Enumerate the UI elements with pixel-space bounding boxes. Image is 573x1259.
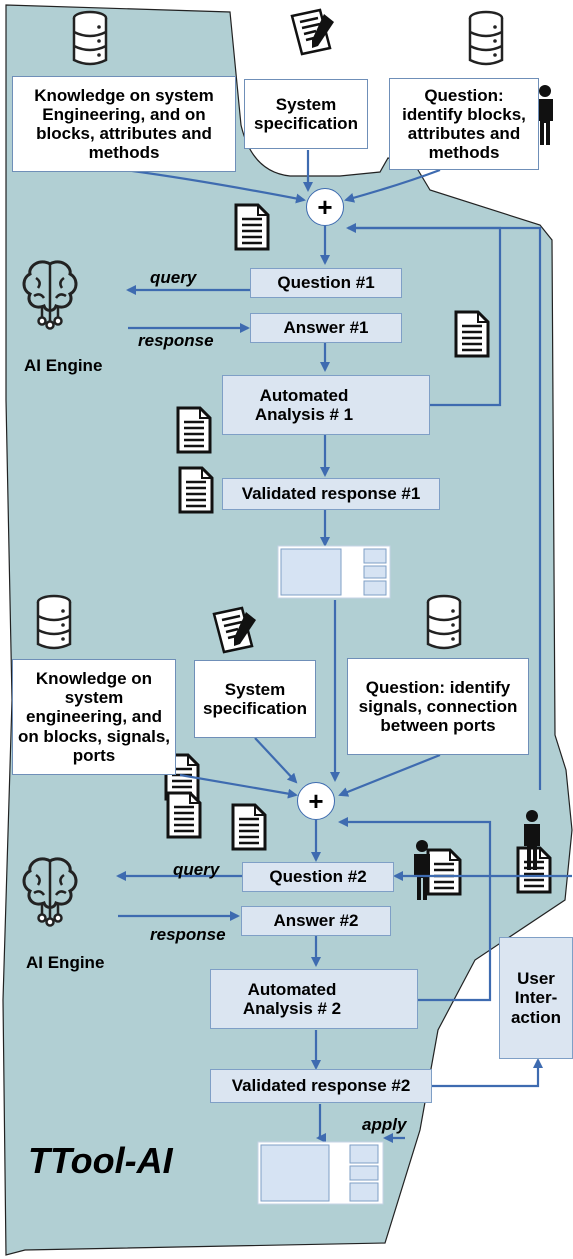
question-box: Question: identify blocks, attributes an… [389,78,539,170]
question-1-box: Question #1 [250,268,402,298]
question-box-2: Question: identify signals, connection b… [347,658,529,755]
query-label: query [173,860,220,879]
document-icon [234,203,270,251]
response-label: response [150,925,226,944]
database-icon [72,10,108,66]
document-icon [176,406,212,454]
person-icon [537,85,553,145]
ttool-ai-title: TTool-AI [28,1140,173,1181]
document-pen-icon [290,8,336,56]
spec-box: System specification [244,79,368,149]
question-2-box: Question #2 [242,862,394,892]
document-icon [454,310,490,358]
analysis-2-box: Automated Analysis # 2 [210,969,418,1029]
answer-1-box: Answer #1 [250,313,402,343]
response-label: response [138,331,214,350]
document-icon [178,466,214,514]
query-label: query [150,268,197,287]
answer-2-box: Answer #2 [241,906,391,936]
validated-2-box: Validated response #2 [210,1069,432,1103]
merge-node-2: + [297,782,335,820]
knowledge-box: Knowledge on system Engineering, and on … [12,76,236,172]
diagram-thumbnail [257,1141,384,1205]
apply-label: apply [362,1115,407,1134]
analysis-1-box: Automated Analysis # 1 [222,375,430,435]
document-icon [231,803,267,851]
ai-engine-label: AI Engine [26,953,105,972]
knowledge-box-2: Knowledge on system engineering, and on … [12,659,176,775]
database-icon [426,594,462,650]
spec-box-2: System specification [194,660,316,738]
database-icon [468,10,504,66]
ai-engine-label: AI Engine [24,356,103,375]
user-interaction-box: User Inter- action [499,937,573,1059]
validated-1-box: Validated response #1 [222,478,440,510]
diagram-thumbnail [277,545,391,599]
database-icon [36,594,72,650]
document-icon [426,848,462,896]
merge-node: + [306,188,344,226]
ttool-ai-region [2,4,573,1256]
